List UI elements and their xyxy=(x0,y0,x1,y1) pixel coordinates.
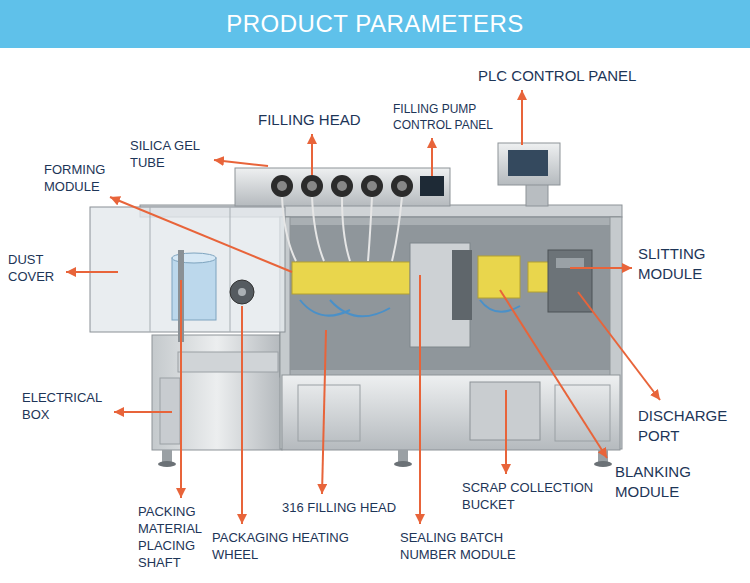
leader-line xyxy=(322,330,326,494)
filling-pump-housing xyxy=(361,175,383,197)
machine-body xyxy=(394,461,412,467)
part-label: PLC CONTROL PANEL xyxy=(478,66,636,86)
title-text: PRODUCT PARAMETERS xyxy=(0,0,750,48)
leader-line xyxy=(311,134,313,175)
machine-body xyxy=(178,352,278,372)
filling-pump-housing xyxy=(307,181,317,191)
filling-pump-housing xyxy=(420,176,444,196)
leader-line xyxy=(578,292,660,400)
part-label: SILICA GEL TUBE xyxy=(130,138,225,172)
title-banner: PRODUCT PARAMETERS xyxy=(0,0,750,48)
part-label: SCRAP COLLECTION BUCKET xyxy=(462,480,612,514)
machine-body xyxy=(478,256,520,298)
leader-line xyxy=(114,411,172,413)
film-roll xyxy=(230,280,254,304)
machine-body xyxy=(158,461,176,467)
dust-cover xyxy=(90,207,285,332)
machine-body xyxy=(298,385,360,441)
part-label: SLITTING MODULE xyxy=(638,244,742,283)
leader-line xyxy=(180,280,182,498)
leader-line xyxy=(66,271,118,273)
machine-body xyxy=(152,335,282,450)
part-label: DISCHARGE PORT xyxy=(638,406,742,445)
part-label: FILLING HEAD xyxy=(258,110,361,130)
machine-body xyxy=(162,450,172,462)
part-label: BLANKING MODULE xyxy=(615,462,715,501)
machine-body xyxy=(290,225,610,370)
leader-line xyxy=(214,160,268,166)
filling-pump-housing xyxy=(271,175,293,197)
dust-cover xyxy=(150,207,151,332)
part-label: DUST COVER xyxy=(8,252,66,286)
plc-panel xyxy=(498,143,560,185)
dust-cover xyxy=(90,207,285,332)
leader-line xyxy=(66,90,660,524)
machine-body xyxy=(556,258,584,268)
machine-body xyxy=(282,375,620,450)
leader-line xyxy=(521,90,523,145)
part-label: PACKING MATERIAL PLACING SHAFT xyxy=(138,504,216,572)
part-label: FILLING PUMP CONTROL PANEL xyxy=(393,102,501,133)
machine-body xyxy=(292,262,410,294)
filling-pump-housing xyxy=(301,175,323,197)
filling-pump-housing xyxy=(282,197,402,261)
leader-line xyxy=(570,267,632,269)
filling-pump-housing xyxy=(331,175,353,197)
plc-panel xyxy=(526,184,548,206)
leader-line xyxy=(419,275,421,524)
leader-line xyxy=(505,390,507,474)
filling-pump-housing xyxy=(397,181,407,191)
plc-panel xyxy=(508,150,548,176)
machine-body xyxy=(398,450,408,462)
leader-line xyxy=(241,306,243,524)
leader-line xyxy=(431,138,433,176)
machine-body xyxy=(452,250,472,320)
machine-body xyxy=(300,300,520,316)
part-label: FORMING MODULE xyxy=(44,162,122,196)
part-label: SEALING BATCH NUMBER MODULE xyxy=(400,530,535,564)
filling-pump-housing xyxy=(235,168,450,261)
part-label: ELECTRICAL BOX xyxy=(22,390,117,424)
plc-panel xyxy=(498,143,560,206)
leader-line xyxy=(110,197,292,272)
part-label: PACKAGING HEATING WHEEL xyxy=(212,530,367,564)
leader-line xyxy=(500,290,607,458)
filling-pump-housing xyxy=(337,181,347,191)
part-label: 316 FILLING HEAD xyxy=(282,500,396,517)
machine-body xyxy=(555,385,610,441)
machine-body xyxy=(594,461,612,467)
machine-body xyxy=(280,217,620,377)
filling-pump-housing xyxy=(391,175,413,197)
filling-pump-housing xyxy=(277,181,287,191)
dust-cover xyxy=(230,207,231,332)
filling-pump-housing xyxy=(367,181,377,191)
film-roll xyxy=(238,288,246,296)
